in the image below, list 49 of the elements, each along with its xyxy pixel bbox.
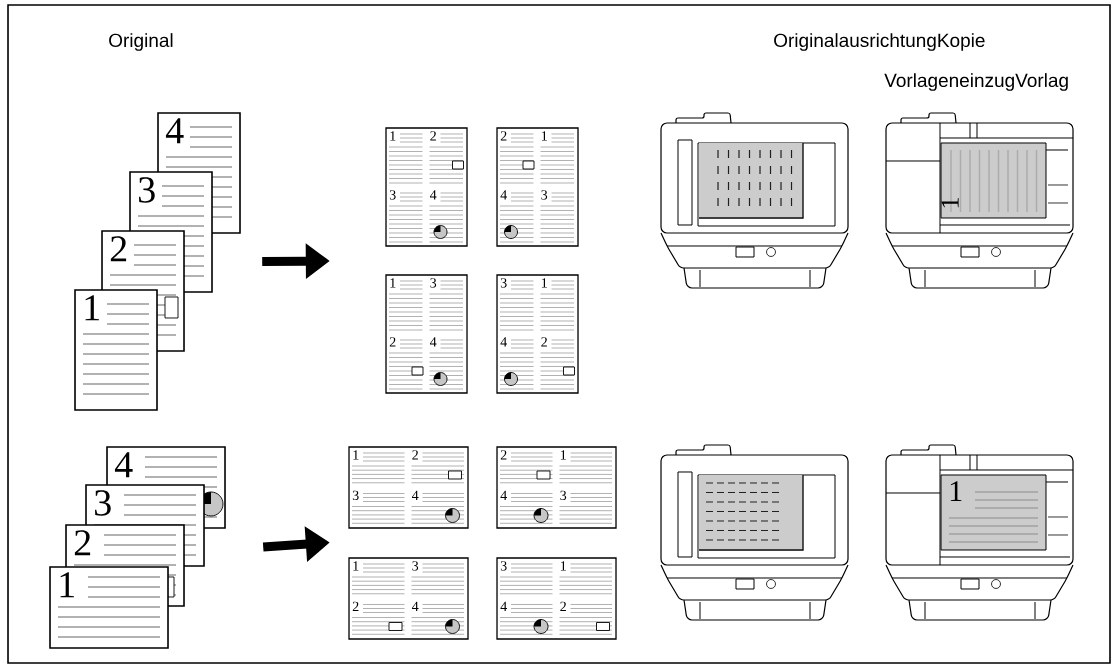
column-heading: Original [109,33,173,51]
copy-sheets-drawing [385,127,579,394]
page-number: 2 [412,450,418,460]
page-number: 1 [560,561,566,571]
page-number: 3 [95,490,111,516]
page-number: 3 [500,278,507,288]
page-number: 1 [390,278,396,288]
page-number: 4 [114,452,133,478]
page-number: 4 [165,118,184,144]
page-number: 4 [500,190,507,200]
page-number: 3 [541,190,548,200]
page-number: 3 [389,190,396,200]
page-number: 2 [430,131,436,141]
page-number: 1 [390,131,396,141]
page-number: 2 [541,337,547,347]
page-number: 4 [500,601,507,611]
page-number: 1 [353,450,359,460]
page-number: 2 [110,236,127,262]
page-number: 1 [353,561,359,571]
page-number: 3 [430,278,437,288]
page-number: 4 [430,190,437,200]
page-number: 2 [74,530,91,556]
page-number: 3 [412,561,419,571]
page-number: 1 [950,481,962,501]
page-number: 3 [139,177,155,203]
page-number: 1 [541,278,547,288]
page-number: 3 [500,561,507,571]
page-number: 2 [500,131,507,141]
copy-sheets-drawing [348,446,617,640]
column-heading: VorlageneinzugVorlag [884,73,1068,91]
page-number: 3 [560,490,567,501]
page-number: 1 [941,198,959,208]
page-number: 3 [352,490,359,501]
document-stack-drawing [49,446,226,649]
page-number: 4 [500,337,507,347]
document-stack-drawing [74,112,241,411]
page-number: 1 [560,450,566,460]
page-number: 2 [560,601,566,611]
column-heading: OriginalausrichtungKopie [774,33,985,51]
page-number: 4 [412,601,419,611]
page-number: 1 [85,295,99,321]
page-number: 1 [541,131,547,141]
page-number: 2 [352,601,359,611]
page-number: 4 [430,337,437,347]
page-number: 2 [500,450,507,460]
page-number: 1 [60,572,74,598]
page-number: 4 [500,490,507,500]
page-number: 4 [412,490,419,500]
page-number: 2 [389,337,396,347]
